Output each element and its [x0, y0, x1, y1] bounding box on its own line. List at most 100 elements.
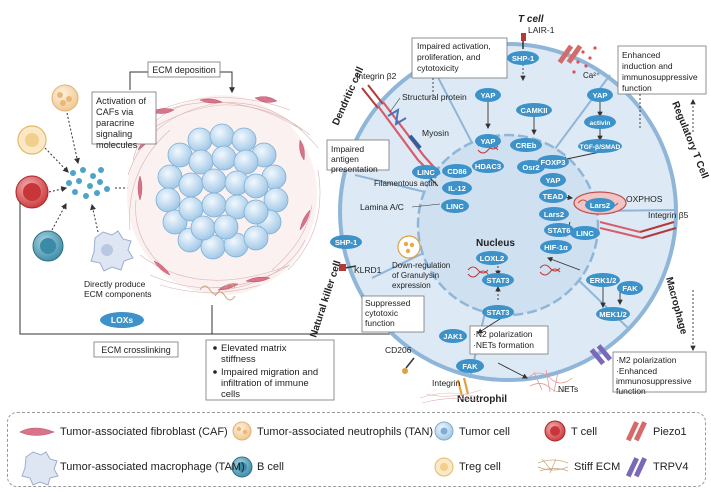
pill-tead	[539, 189, 567, 203]
ecm-crosslinking-box	[93, 341, 179, 358]
piezo-channel-t	[557, 44, 583, 64]
treg-cell	[17, 125, 47, 155]
legend-tan-icon	[232, 421, 252, 441]
pill-yap-treg	[587, 88, 613, 102]
pill-label-jak1: JAK1	[443, 332, 463, 341]
pill-label-cd86: CD86	[447, 167, 466, 176]
pill-label-il12: IL-12	[448, 184, 466, 193]
structural-protein-label: Structural protein	[402, 92, 467, 102]
pill-label-stat6: STAT6	[548, 226, 571, 235]
legend-trpv4-icon	[625, 457, 647, 478]
pill-label-yap-n: YAP	[546, 176, 561, 185]
granulysin-text: Down-regulation of Granulysin expression	[392, 261, 453, 290]
t-cell-title: T cell	[518, 14, 544, 25]
cd206-label: CD206	[385, 345, 412, 355]
trpv4-channel-m	[589, 344, 613, 366]
natural-killer-title: Natural killer cell	[308, 259, 343, 339]
legend-trpv4-label: TRPV4	[653, 461, 689, 473]
pill-lars2	[585, 198, 615, 212]
pill-camkii	[516, 103, 552, 117]
klrd1-receptor	[339, 264, 357, 271]
legend-piezo-icon	[625, 421, 647, 442]
pill-label-tgfb: TGF-β/SMAD	[580, 144, 621, 151]
pill-stat3-n	[482, 273, 514, 287]
integrin-b2-label: Integrin β2	[356, 71, 397, 81]
signaling-arrows	[429, 64, 623, 379]
pill-shp1-nk	[330, 235, 362, 249]
granulysin-granule	[397, 235, 421, 259]
nk-effect-box	[361, 295, 425, 333]
pill-hif	[540, 240, 572, 254]
calcium-label: Ca²⁺	[583, 71, 600, 80]
pill-creb	[510, 138, 542, 152]
legend-tumor-icon	[434, 421, 454, 441]
pill-label-hdac3: HDAC3	[475, 162, 501, 171]
pill-label-loxl2: LOXL2	[480, 254, 504, 263]
pill-tgfb	[578, 139, 622, 153]
integrin-b5-receptor	[639, 221, 677, 239]
pill-label-lars2: Lars2	[590, 201, 610, 210]
neutrophil-title: Neutrophil	[457, 394, 507, 405]
klrd1-label: KLRD1	[354, 265, 382, 275]
legend-treg-label: Treg cell	[459, 461, 501, 473]
macrophage-effect: ·M2 polarization ·Enhanced immunosuppres…	[616, 355, 694, 396]
pill-il12	[442, 181, 472, 195]
legend-bcell-icon	[231, 456, 253, 478]
paracrine-molecules	[66, 167, 110, 199]
activation-text: Activation of CAFs via paracrine signali…	[96, 96, 149, 150]
myosin	[408, 134, 422, 150]
nucleus-membrane	[416, 133, 600, 317]
dc-effect-box	[326, 139, 390, 171]
pill-label-yap-t: YAP	[481, 91, 496, 100]
stiffness-box	[205, 339, 335, 401]
nets-structure	[527, 369, 573, 393]
ecm-deposition-box	[147, 61, 221, 78]
t-cell	[15, 175, 49, 209]
pill-label-camkii: CAMKII	[521, 106, 548, 115]
pill-linc-m	[570, 226, 600, 240]
neutrophil-effect: ·N2 polarization ·NETs formation	[473, 329, 535, 350]
pill-shp1-t	[507, 51, 539, 65]
macrophage-title: Macrophage	[663, 276, 689, 336]
legend-piezo-label: Piezo1	[653, 426, 687, 438]
pill-label-yap-treg: YAP	[593, 91, 608, 100]
legend-tcell-icon	[544, 420, 566, 442]
pill-label-erk: ERK1/2	[590, 276, 617, 285]
legend-icons	[19, 420, 647, 486]
neutrophil-ecm	[419, 389, 482, 404]
pill-label-linc-n: LINC	[446, 202, 464, 211]
pill-label-foxp3: FOXP3	[541, 158, 566, 167]
pill-loxl2	[476, 251, 508, 265]
pill-linc-dc	[412, 165, 440, 179]
ecm-deposition-label: ECM deposition	[152, 65, 216, 75]
nk-effect: Suppressed cytotoxic function	[365, 298, 413, 328]
pill-label-shp1-t: SHP-1	[512, 54, 535, 63]
legend-stiff-ecm-icon	[537, 458, 569, 474]
treg-effect: Enhanced induction and immunosuppressive…	[622, 50, 700, 93]
structural-protein-pointer	[389, 97, 401, 113]
pill-erk	[586, 273, 620, 287]
tam-cell	[90, 230, 134, 272]
pill-yap-t2	[475, 134, 501, 148]
tan-cell	[51, 84, 79, 112]
legend-tumor-label: Tumor cell	[459, 426, 510, 438]
legend-tan-label: Tumor-associated neutrophils (TAN)	[257, 426, 434, 438]
loxs-pill	[100, 312, 144, 328]
tumor-cells	[155, 123, 289, 260]
pill-label-yap-t2: YAP	[481, 137, 496, 146]
integrin-b5-label: Integrin β5	[648, 210, 689, 220]
t-cell-effect: Impaired activation, proliferation, and …	[417, 41, 493, 73]
pill-label-fak-neu: FAK	[462, 362, 478, 371]
legend-caf-label: Tumor-associated fibroblast (CAF)	[60, 426, 228, 438]
pill-label-linc-m: LINC	[576, 229, 594, 238]
pill-activin	[584, 115, 616, 129]
calcium-ions	[572, 46, 597, 74]
pill-label-tead: TEAD	[543, 192, 564, 201]
directly-produce-text: Directly produce ECM components	[84, 279, 152, 299]
pill-label-creb: CREb	[516, 141, 537, 150]
pill-label-mek: MEK1/2	[599, 310, 626, 319]
filamentous-actin-label: Filamentous actin	[374, 179, 437, 188]
pill-stat6	[544, 223, 574, 237]
